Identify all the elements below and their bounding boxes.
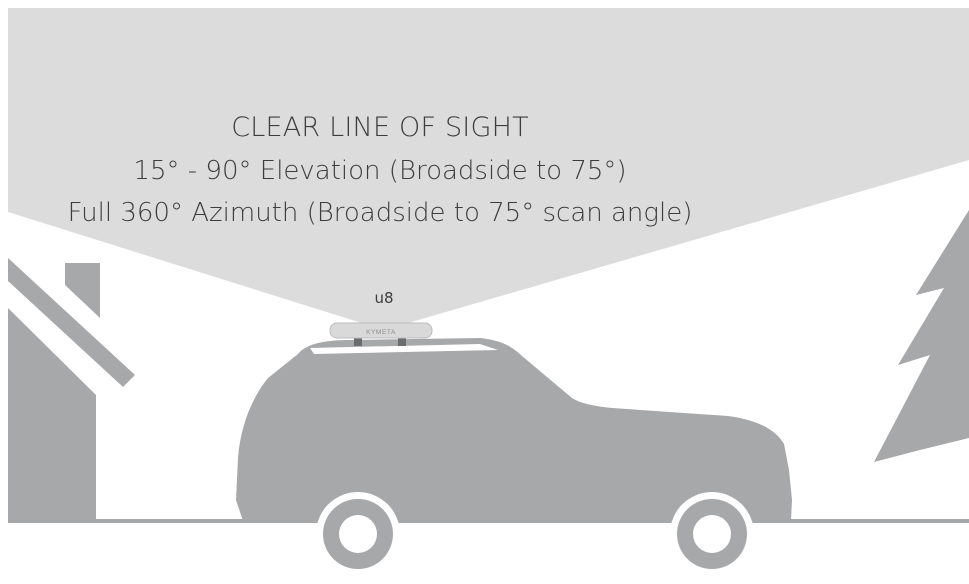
house-silhouette — [8, 245, 135, 520]
tree-silhouette — [874, 210, 969, 462]
azimuth-spec: Full 360° Azimuth (Broadside to 75° scan… — [0, 198, 760, 228]
front-wheel — [670, 492, 754, 576]
antenna-brand-text: KYMETA — [366, 329, 396, 336]
rear-wheel — [316, 492, 400, 576]
elevation-spec: 15° - 90° Elevation (Broadside to 75°) — [0, 156, 760, 186]
diagram-title: CLEAR LINE OF SIGHT — [0, 112, 760, 143]
terminal-label: u8 — [354, 289, 414, 307]
